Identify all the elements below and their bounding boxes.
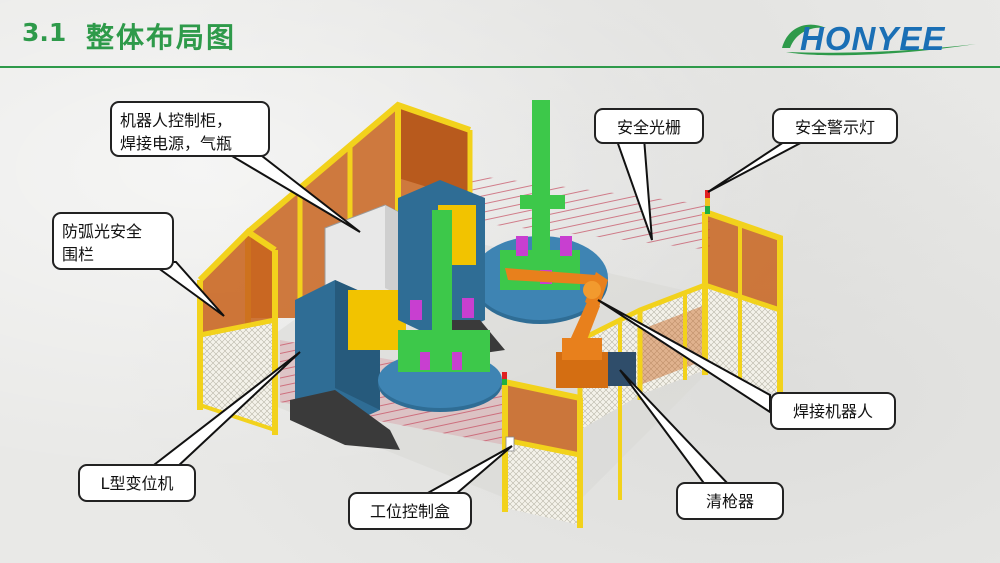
callout-warning-light: 安全警示灯 [772,108,898,144]
safety-warning-light [705,190,710,214]
callout-arc-guard-line1: 防弧光安全 [62,222,143,241]
back-positioner-station [472,100,608,324]
callout-l-positioner-label: L型变位机 [100,474,174,493]
callout-warning-light-label: 安全警示灯 [794,118,875,137]
callout-light-curtain: 安全光栅 [594,108,704,144]
light-curtain-back [470,175,710,250]
front-fixture-station [378,210,502,412]
logo-text: HONYEE [800,20,946,57]
callout-arc-guard-fence: 防弧光安全 围栏 [52,212,174,270]
callout-arc-guard-line2: 围栏 [62,245,95,264]
callout-robot-controller-line2: 焊接电源，气瓶 [120,134,233,153]
page-title: 整体布局图 [86,21,237,54]
leader-warning-light [707,137,811,193]
callout-light-curtain-label: 安全光栅 [616,118,681,137]
honyee-logo: HONYEE [778,18,980,60]
front-fence [502,379,583,528]
callout-torch-cleaner-label: 清枪器 [705,492,754,511]
torch-cleaner [608,352,636,386]
callout-torch-cleaner: 清枪器 [676,482,784,520]
callout-robot-controller-line1: 机器人控制柜， [120,111,233,130]
right-fence [577,209,783,520]
slide-header: 3.1 整体布局图 HONYEE [0,0,1000,70]
left-fence [197,228,278,435]
callout-l-positioner: L型变位机 [78,464,196,502]
callout-welding-robot: 焊接机器人 [770,392,896,430]
section-number: 3.1 [22,18,67,47]
callout-station-box-label: 工位控制盒 [369,502,450,521]
station-control-box [502,372,515,452]
callout-station-control-box: 工位控制盒 [348,492,472,530]
callout-welding-robot-label: 焊接机器人 [792,402,873,421]
welding-robot [505,268,608,388]
header-divider [0,66,1000,68]
callout-robot-controller-cabinet: 机器人控制柜， 焊接电源，气瓶 [110,101,270,157]
logo-swoosh-icon [782,24,976,56]
